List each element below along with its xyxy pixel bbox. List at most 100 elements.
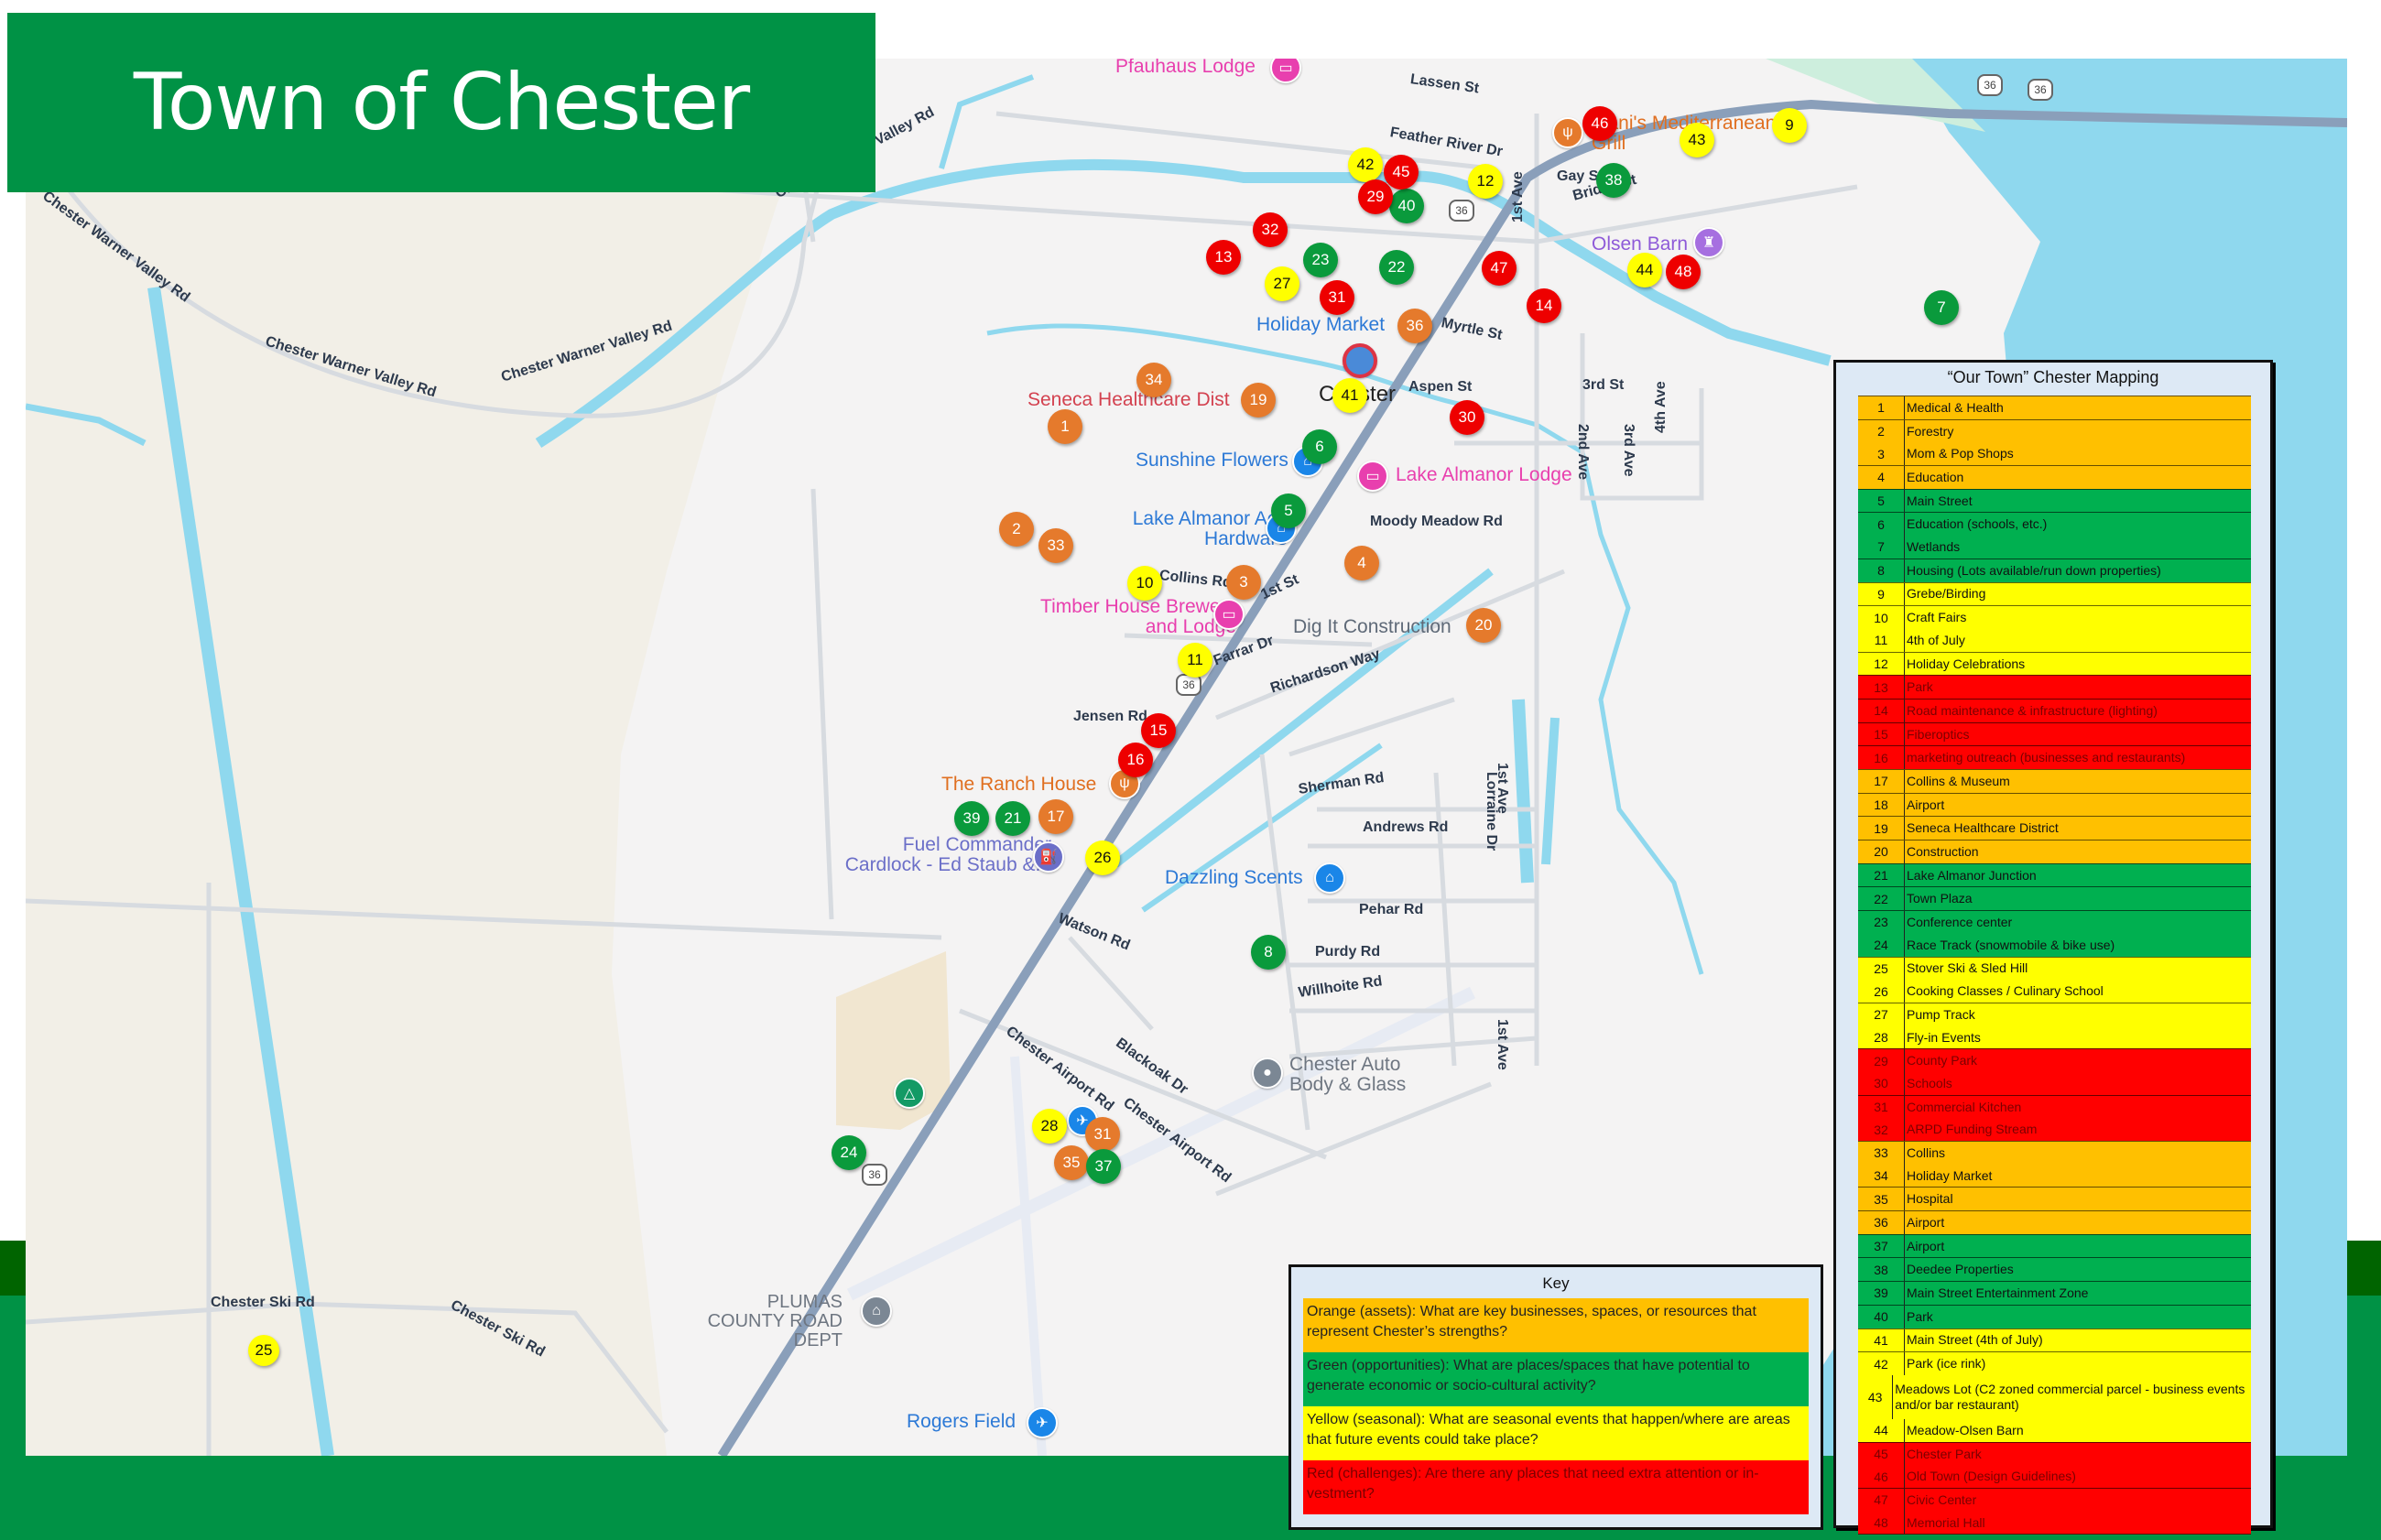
map-marker-16[interactable]: 16 — [1118, 743, 1153, 777]
legend-title: “Our Town” Chester Mapping — [1947, 368, 2159, 386]
legend-number: 22 — [1858, 887, 1905, 911]
legend-number: 45 — [1858, 1442, 1905, 1466]
legend-label: ARPD Funding Stream — [1907, 1122, 2038, 1137]
campground-icon[interactable]: △ — [894, 1078, 925, 1109]
map-marker-45[interactable]: 45 — [1384, 155, 1419, 190]
map-marker-7[interactable]: 7 — [1924, 290, 1959, 325]
map-marker-26[interactable]: 26 — [1085, 840, 1120, 875]
map-marker-40[interactable]: 40 — [1389, 189, 1424, 223]
airport-icon[interactable]: ✈ — [1027, 1407, 1058, 1438]
map-marker-3[interactable]: 3 — [1226, 565, 1261, 600]
shop-icon[interactable]: ⌂ — [1314, 862, 1345, 894]
map-marker-44[interactable]: 44 — [1627, 253, 1662, 287]
map-marker-9[interactable]: 9 — [1772, 108, 1807, 143]
map-marker-11[interactable]: 11 — [1178, 643, 1212, 678]
legend-number: 17 — [1858, 770, 1905, 793]
map-marker-6[interactable]: 6 — [1302, 429, 1337, 464]
place-ace-hardware[interactable]: Lake Almanor Ace Hardware — [1132, 508, 1288, 550]
map-marker-33[interactable]: 33 — [1038, 528, 1073, 563]
map-marker-29[interactable]: 29 — [1358, 179, 1393, 214]
fuel-icon[interactable]: ⛽ — [1033, 841, 1064, 873]
legend-number: 29 — [1858, 1049, 1905, 1072]
legend-label: Meadows Lot (C2 zoned commercial parcel … — [1895, 1382, 2245, 1412]
place-seneca-healthcare[interactable]: Seneca Healthcare Dist — [1027, 389, 1230, 410]
map-marker-8[interactable]: 8 — [1251, 935, 1286, 970]
map-marker-42[interactable]: 42 — [1348, 147, 1383, 182]
place-olsen-barn[interactable]: Olsen Barn — [1592, 233, 1689, 255]
map-marker-5[interactable]: 5 — [1271, 493, 1306, 528]
map-marker-14[interactable]: 14 — [1527, 288, 1561, 323]
map-marker-30[interactable]: 30 — [1450, 400, 1484, 435]
map-marker-34[interactable]: 34 — [1136, 363, 1171, 397]
map-marker-24[interactable]: 24 — [832, 1135, 866, 1170]
map-marker-36[interactable]: 36 — [1397, 309, 1432, 343]
map-marker-47[interactable]: 47 — [1482, 251, 1517, 286]
place-rogers-field[interactable]: Rogers Field — [907, 1411, 1017, 1432]
title-banner: Town of Chester — [7, 13, 875, 192]
legend-label: Airport — [1907, 1215, 1945, 1230]
place-dazzling-scents[interactable]: Dazzling Scents — [1165, 867, 1303, 888]
legend-number: 41 — [1858, 1329, 1905, 1352]
map-marker-27[interactable]: 27 — [1265, 266, 1299, 301]
map-marker-21[interactable]: 21 — [995, 801, 1030, 836]
place-chester-auto-body[interactable]: Chester Auto Body & Glass — [1289, 1054, 1407, 1096]
legend-label: Hospital — [1907, 1191, 1953, 1207]
legend-label: Fiberoptics — [1907, 726, 1970, 742]
map-marker-1[interactable]: 1 — [1048, 409, 1082, 444]
map-marker-41[interactable]: 41 — [1332, 378, 1367, 413]
map-marker-46[interactable]: 46 — [1582, 106, 1617, 141]
map-marker-48[interactable]: 48 — [1666, 255, 1701, 289]
place-lake-almanor-lodge[interactable]: Lake Almanor Lodge — [1396, 464, 1572, 485]
map-marker-23[interactable]: 23 — [1303, 243, 1338, 277]
place-holiday-market[interactable]: Holiday Market — [1256, 314, 1386, 335]
map-marker-12[interactable]: 12 — [1468, 164, 1503, 199]
map-marker-38[interactable]: 38 — [1596, 163, 1631, 198]
map-marker-15[interactable]: 15 — [1141, 713, 1176, 748]
map-marker-17[interactable]: 17 — [1038, 799, 1073, 834]
lodging-icon[interactable]: ▭ — [1213, 599, 1245, 630]
place-sunshine-flowers[interactable]: Sunshine Flowers — [1136, 450, 1288, 471]
map-marker-4[interactable]: 4 — [1344, 546, 1379, 580]
legend-label: Education — [1907, 470, 1964, 484]
lodging-icon[interactable]: ▭ — [1270, 59, 1301, 83]
map-marker-32[interactable]: 32 — [1253, 212, 1288, 247]
map-marker-22[interactable]: 22 — [1379, 250, 1414, 285]
place-fuel-commander[interactable]: Fuel Commander Cardlock - Ed Staub &... — [844, 834, 1051, 876]
map-marker-43[interactable]: 43 — [1680, 123, 1714, 157]
location-pin-icon[interactable] — [1343, 343, 1377, 378]
place-timber-house[interactable]: Timber House Brewery and Lodge — [1040, 596, 1236, 638]
landmark-icon[interactable]: ♜ — [1693, 227, 1724, 258]
place-dig-it-construction[interactable]: Dig It Construction — [1293, 616, 1451, 637]
place-ranch-house[interactable]: The Ranch House — [941, 774, 1097, 795]
map-marker-39[interactable]: 39 — [954, 801, 989, 836]
government-icon[interactable]: ⌂ — [861, 1296, 892, 1327]
place-pfauhaus-lodge[interactable]: Pfauhaus Lodge — [1115, 59, 1256, 77]
lodging-icon[interactable]: ▭ — [1357, 461, 1388, 492]
map-marker-19[interactable]: 19 — [1241, 383, 1276, 418]
legend-label: Deedee Properties — [1907, 1262, 2014, 1277]
map-marker-10[interactable]: 10 — [1127, 566, 1162, 601]
map-marker-13[interactable]: 13 — [1206, 240, 1241, 275]
business-icon[interactable]: ● — [1252, 1057, 1283, 1089]
map-marker-20[interactable]: 20 — [1466, 608, 1501, 643]
map-marker-28[interactable]: 28 — [1032, 1109, 1067, 1144]
map-marker-31[interactable]: 31 — [1085, 1117, 1120, 1152]
restaurant-icon[interactable]: ψ — [1552, 117, 1583, 148]
legend-number: 19 — [1858, 817, 1905, 840]
map-marker-31[interactable]: 31 — [1320, 280, 1354, 315]
map-marker-2[interactable]: 2 — [999, 512, 1034, 547]
place-plumas-county-road-dept[interactable]: PLUMAS COUNTY ROAD DEPT — [707, 1292, 843, 1350]
map-marker-35[interactable]: 35 — [1054, 1145, 1089, 1180]
map-marker-25[interactable]: 25 — [248, 1335, 279, 1366]
legend-number: 43 — [1858, 1374, 1894, 1419]
map-marker-37[interactable]: 37 — [1086, 1149, 1121, 1184]
